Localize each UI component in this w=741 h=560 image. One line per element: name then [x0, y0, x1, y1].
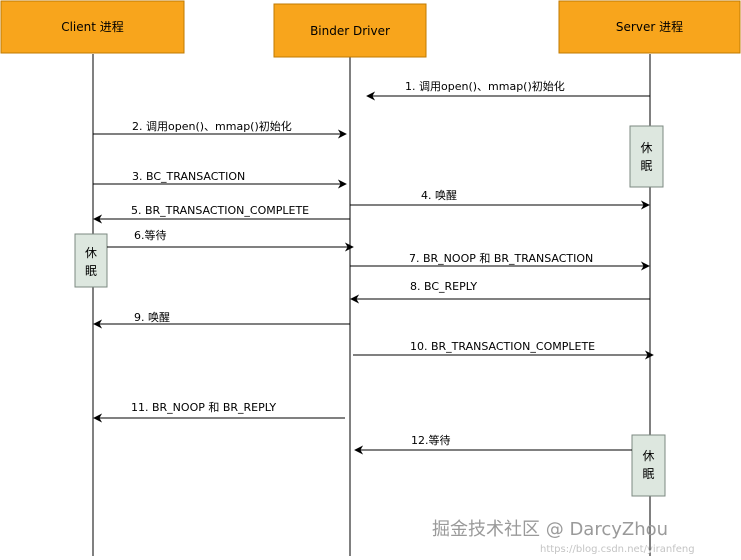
participant-server: Server 进程: [558, 0, 741, 54]
message-8: 8. BC_REPLY: [350, 280, 650, 304]
message-12: 12.等待: [354, 433, 632, 455]
message-7: 7. BR_NOOP 和 BR_TRANSACTION: [350, 252, 650, 271]
message-2: 2. 调用open()、mmap()初始化: [93, 119, 347, 139]
message-9: 9. 唤醒: [93, 310, 350, 329]
watermark-url: https://blog.csdn.net/yiranfeng: [540, 544, 695, 555]
watermark-text: 掘金技术社区 @ DarcyZhou: [432, 519, 668, 540]
message-10: 10. BR_TRANSACTION_COMPLETE: [353, 340, 654, 360]
participant-label: Server 进程: [616, 19, 683, 34]
message-label: 1. 调用open()、mmap()初始化: [405, 79, 565, 93]
sleep-box-server-1: 休 眠: [629, 125, 664, 188]
message-6: 6.等待: [107, 228, 354, 252]
participant-label: Binder Driver: [310, 24, 390, 38]
message-label: 10. BR_TRANSACTION_COMPLETE: [410, 340, 595, 353]
message-label: 6.等待: [134, 228, 167, 242]
message-label: 5. BR_TRANSACTION_COMPLETE: [131, 204, 309, 217]
message-label: 7. BR_NOOP 和 BR_TRANSACTION: [409, 252, 593, 265]
sleep-box-client: 休 眠: [74, 233, 108, 288]
participant-client: Client 进程: [0, 0, 185, 54]
participant-binder: Binder Driver: [273, 3, 427, 58]
sleep-box-server-2: 休 眠: [631, 434, 666, 497]
message-label: 2. 调用open()、mmap()初始化: [132, 119, 292, 133]
message-label: 11. BR_NOOP 和 BR_REPLY: [131, 401, 276, 414]
message-1: 1. 调用open()、mmap()初始化: [366, 79, 650, 101]
message-label: 4. 唤醒: [421, 188, 457, 202]
sleep-char: 休: [642, 449, 654, 463]
message-label: 9. 唤醒: [134, 310, 170, 324]
watermark: 掘金技术社区 @ DarcyZhou https://blog.csdn.net…: [432, 519, 695, 555]
message-label: 8. BC_REPLY: [410, 280, 477, 293]
message-3: 3. BC_TRANSACTION: [93, 170, 347, 189]
sleep-char: 眠: [640, 159, 652, 173]
message-4: 4. 唤醒: [350, 188, 650, 210]
sleep-char: 休: [640, 141, 652, 155]
participant-label: Client 进程: [61, 19, 124, 34]
message-5: 5. BR_TRANSACTION_COMPLETE: [93, 204, 350, 224]
message-11: 11. BR_NOOP 和 BR_REPLY: [93, 401, 345, 423]
sleep-char: 休: [85, 246, 97, 260]
message-label: 12.等待: [411, 433, 451, 447]
message-label: 3. BC_TRANSACTION: [132, 170, 245, 183]
sleep-char: 眠: [642, 467, 654, 481]
sleep-char: 眠: [85, 264, 97, 278]
